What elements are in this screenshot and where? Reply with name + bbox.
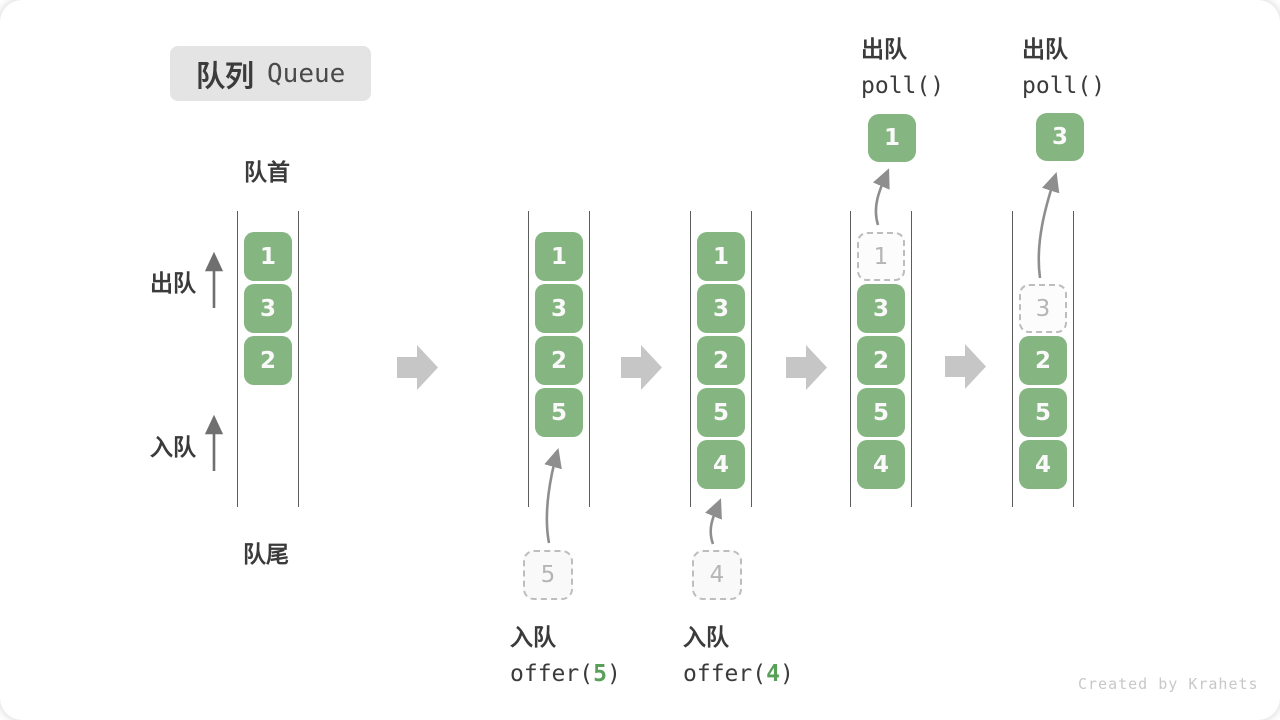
offer-code-arg: 4 bbox=[766, 661, 780, 687]
offer-label-code: offer(4) bbox=[683, 661, 794, 687]
queue-cell: 1 bbox=[697, 232, 745, 281]
queue-cell: 3 bbox=[697, 284, 745, 333]
watermark-credit: Created by Krahets bbox=[1078, 675, 1259, 693]
queue-cell: 4 bbox=[697, 440, 745, 489]
title-en: Queue bbox=[267, 58, 346, 89]
offer-code-arg: 5 bbox=[593, 661, 607, 687]
right-block-arrow-icon bbox=[945, 344, 986, 389]
queue-cell: 5 bbox=[1019, 388, 1067, 437]
poll-label-code: poll() bbox=[1022, 73, 1106, 99]
right-block-arrow-icon bbox=[397, 345, 438, 390]
poll-operation-label: 出队 poll() bbox=[1022, 30, 1105, 99]
label-queue-rear: 队尾 bbox=[243, 542, 289, 568]
queue-cell: 3 bbox=[857, 284, 905, 333]
poll-label-zh: 出队 bbox=[1022, 37, 1068, 63]
queue-cell: 1 bbox=[535, 232, 583, 281]
queue-cell: 4 bbox=[857, 440, 905, 489]
queue-cell-dashed: 1 bbox=[857, 232, 905, 281]
polled-element-box: 1 bbox=[868, 114, 916, 162]
pending-element-box: 5 bbox=[523, 550, 573, 600]
label-enqueue: 入队 bbox=[150, 435, 196, 461]
queue-cell: 5 bbox=[857, 388, 905, 437]
queue-cell: 5 bbox=[535, 388, 583, 437]
title-badge: 队列 Queue bbox=[170, 46, 372, 101]
offer-code-before: offer( bbox=[510, 661, 594, 687]
pending-element-box: 4 bbox=[692, 550, 742, 600]
label-queue-front: 队首 bbox=[244, 160, 290, 186]
label-dequeue: 出队 bbox=[150, 271, 196, 297]
polled-element-box: 3 bbox=[1036, 113, 1084, 161]
queue-cell: 2 bbox=[535, 336, 583, 385]
offer-label-zh: 入队 bbox=[510, 625, 556, 651]
offer-code-before: offer( bbox=[683, 661, 767, 687]
offer-label-zh: 入队 bbox=[683, 625, 729, 651]
queue-cell-dashed: 3 bbox=[1019, 284, 1067, 333]
queue-cell: 2 bbox=[244, 336, 292, 385]
queue-cell: 3 bbox=[535, 284, 583, 333]
offer-code-after: ) bbox=[606, 661, 621, 687]
offer-operation-label: 入队 offer(5) bbox=[510, 618, 621, 687]
offer-label-code: offer(5) bbox=[510, 661, 621, 687]
queue-cell: 1 bbox=[244, 232, 292, 281]
offer-code-after: ) bbox=[779, 661, 794, 687]
right-block-arrow-icon bbox=[621, 345, 662, 390]
poll-operation-label: 出队 poll() bbox=[861, 30, 944, 99]
right-block-arrow-icon bbox=[786, 345, 827, 390]
offer-operation-label: 入队 offer(4) bbox=[683, 618, 794, 687]
queue-cell: 5 bbox=[697, 388, 745, 437]
enqueue-4-curved-arrow-icon bbox=[705, 498, 722, 545]
queue-cell: 4 bbox=[1019, 440, 1067, 489]
queue-cell: 3 bbox=[244, 284, 292, 333]
queue-cell: 2 bbox=[697, 336, 745, 385]
queue-cell: 2 bbox=[1019, 336, 1067, 385]
queue-cell: 2 bbox=[857, 336, 905, 385]
title-zh: 队列 bbox=[196, 58, 255, 93]
poll-label-code: poll() bbox=[861, 73, 945, 99]
poll-label-zh: 出队 bbox=[861, 37, 907, 63]
